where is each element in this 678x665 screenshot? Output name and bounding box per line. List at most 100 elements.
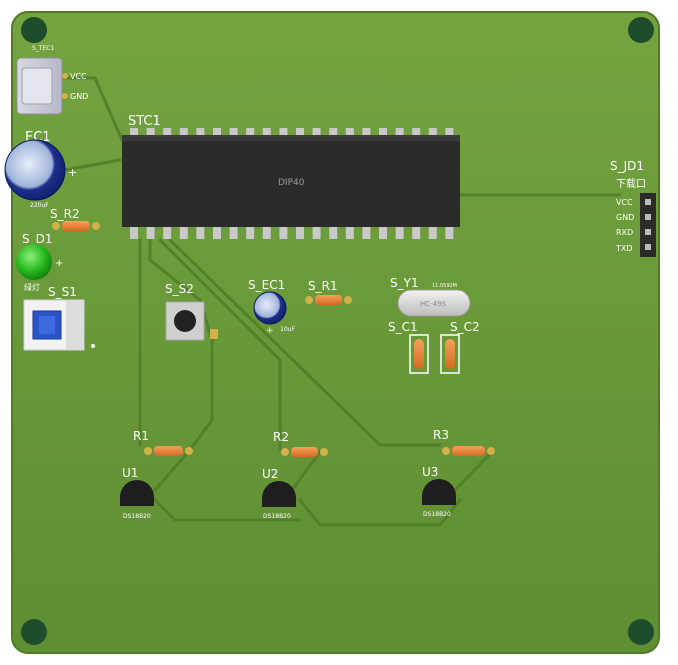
mcu-pin	[445, 227, 454, 239]
mcu-pin	[379, 227, 387, 239]
s-y1-text: HC-49S	[420, 300, 447, 308]
usb-connector: S_TEC1 VCC GND	[16, 45, 88, 115]
r1-pad-right	[185, 447, 193, 455]
mcu-pin	[213, 227, 221, 239]
mcu-pin	[146, 227, 155, 239]
mcu-body	[122, 135, 460, 227]
s-jd1-body	[640, 193, 656, 257]
usb-pin-gnd-label: GND	[70, 92, 88, 101]
r3-body	[452, 446, 485, 456]
trace	[158, 238, 282, 452]
ec1-plus: +	[68, 166, 77, 179]
resistor-r1: R1	[133, 429, 193, 456]
switch-s-s1: S_S1	[23, 285, 95, 351]
s-c1-label: S_C1	[388, 320, 418, 334]
s-r2-label: S_R2	[50, 207, 80, 221]
mcu-pin	[246, 128, 255, 136]
u2-label: U2	[262, 467, 278, 481]
resistor-r2: R2	[273, 430, 328, 457]
mount-hole-top-left	[21, 17, 47, 43]
s-r2-pad-right	[92, 222, 100, 230]
s-ec1-plus: +	[266, 326, 274, 336]
s-s2-cap	[174, 310, 196, 332]
led-s-d1: S_D1 + 绿灯	[16, 232, 63, 292]
mcu-pin	[312, 227, 321, 239]
u2-part: DS18B20	[263, 513, 291, 520]
s-jd1-pin-label-vcc: VCC	[616, 198, 633, 207]
mcu-pin	[179, 128, 188, 136]
capacitor-s-ec1: S_EC1 10uF +	[248, 278, 295, 336]
mcu-pin	[146, 128, 155, 136]
s-s1-dot	[91, 344, 95, 348]
ec1-body	[4, 139, 66, 201]
mcu-pin	[296, 227, 304, 239]
r2-label: R2	[273, 430, 289, 444]
mcu-pin	[296, 128, 304, 136]
s-c2-outline	[440, 334, 460, 374]
trace	[60, 76, 124, 142]
trace	[148, 238, 214, 452]
s-jd1-pin	[645, 199, 651, 205]
s-jd1-pin-label-rxd: RXD	[616, 228, 633, 237]
mcu-pin	[379, 128, 387, 136]
mcu-pin	[196, 227, 205, 239]
s-c1-body	[414, 339, 424, 369]
u3-body	[422, 479, 456, 505]
mcu-pin	[428, 128, 437, 136]
mcu-pin	[428, 227, 437, 239]
u3-label: U3	[422, 465, 438, 479]
s-r1-body	[315, 295, 342, 305]
mounting-holes	[21, 17, 654, 645]
mcu-pin	[395, 227, 404, 239]
mcu-pin	[395, 128, 404, 136]
s-d1-sub: 绿灯	[24, 282, 40, 292]
s-jd1-pins	[645, 199, 651, 250]
mcu-pin	[345, 227, 354, 239]
mcu-label: STC1	[128, 114, 161, 129]
mcu-pin	[130, 227, 138, 239]
s-r1-pad-left	[305, 296, 313, 304]
capacitor-s-c1: S_C1	[388, 320, 429, 374]
button-s-s2: S_S2	[165, 282, 218, 341]
trace	[153, 448, 192, 492]
mcu-pin	[362, 227, 371, 239]
s-c1-outline	[409, 334, 429, 374]
trace	[290, 450, 322, 492]
s-c2-label: S_C2	[450, 320, 480, 334]
resistor-r3: R3	[433, 428, 495, 456]
mcu-pin	[246, 227, 255, 239]
u2-body	[261, 480, 296, 507]
mount-hole-bottom-left	[21, 619, 47, 645]
usb-pin-vcc	[62, 73, 68, 79]
s-d1-body	[16, 244, 52, 280]
resistor-s-r1: S_R1	[305, 279, 352, 305]
mcu-body-top	[122, 135, 460, 141]
s-jd1-pin	[645, 229, 651, 235]
resistor-s-r2: S_R2	[50, 207, 100, 231]
mcu-pin	[179, 227, 188, 239]
sensor-u2: U2 DS18B20	[261, 467, 296, 520]
s-s2-label: S_S2	[165, 282, 194, 296]
trace	[63, 158, 122, 172]
s-jd1-pin	[645, 214, 651, 220]
mcu-pin	[163, 128, 172, 136]
s-jd1-pin-label-gnd: GND	[616, 213, 634, 222]
s-r2-body	[62, 221, 90, 231]
u1-part: DS18B20	[123, 513, 151, 520]
mcu-pin	[213, 128, 221, 136]
capacitor-s-c2: S_C2	[440, 320, 480, 374]
mcu-pin	[279, 128, 288, 136]
mcu-pin	[329, 227, 338, 239]
s-y1-freq: 11.0592M	[432, 283, 457, 289]
capacitor-ec1: EC1 + 220uF	[4, 130, 77, 209]
u1-label: U1	[122, 466, 138, 480]
header-s-jd1: S_JD1 下载口 VCC GND RXD TXD	[610, 159, 656, 257]
r2-pad-right	[320, 448, 328, 456]
r3-label: R3	[433, 428, 449, 442]
s-s2-pad	[210, 329, 218, 339]
mcu-pin	[445, 128, 454, 136]
r1-label: R1	[133, 429, 149, 443]
s-jd1-sub: 下载口	[616, 178, 646, 190]
s-s1-label: S_S1	[48, 285, 77, 299]
